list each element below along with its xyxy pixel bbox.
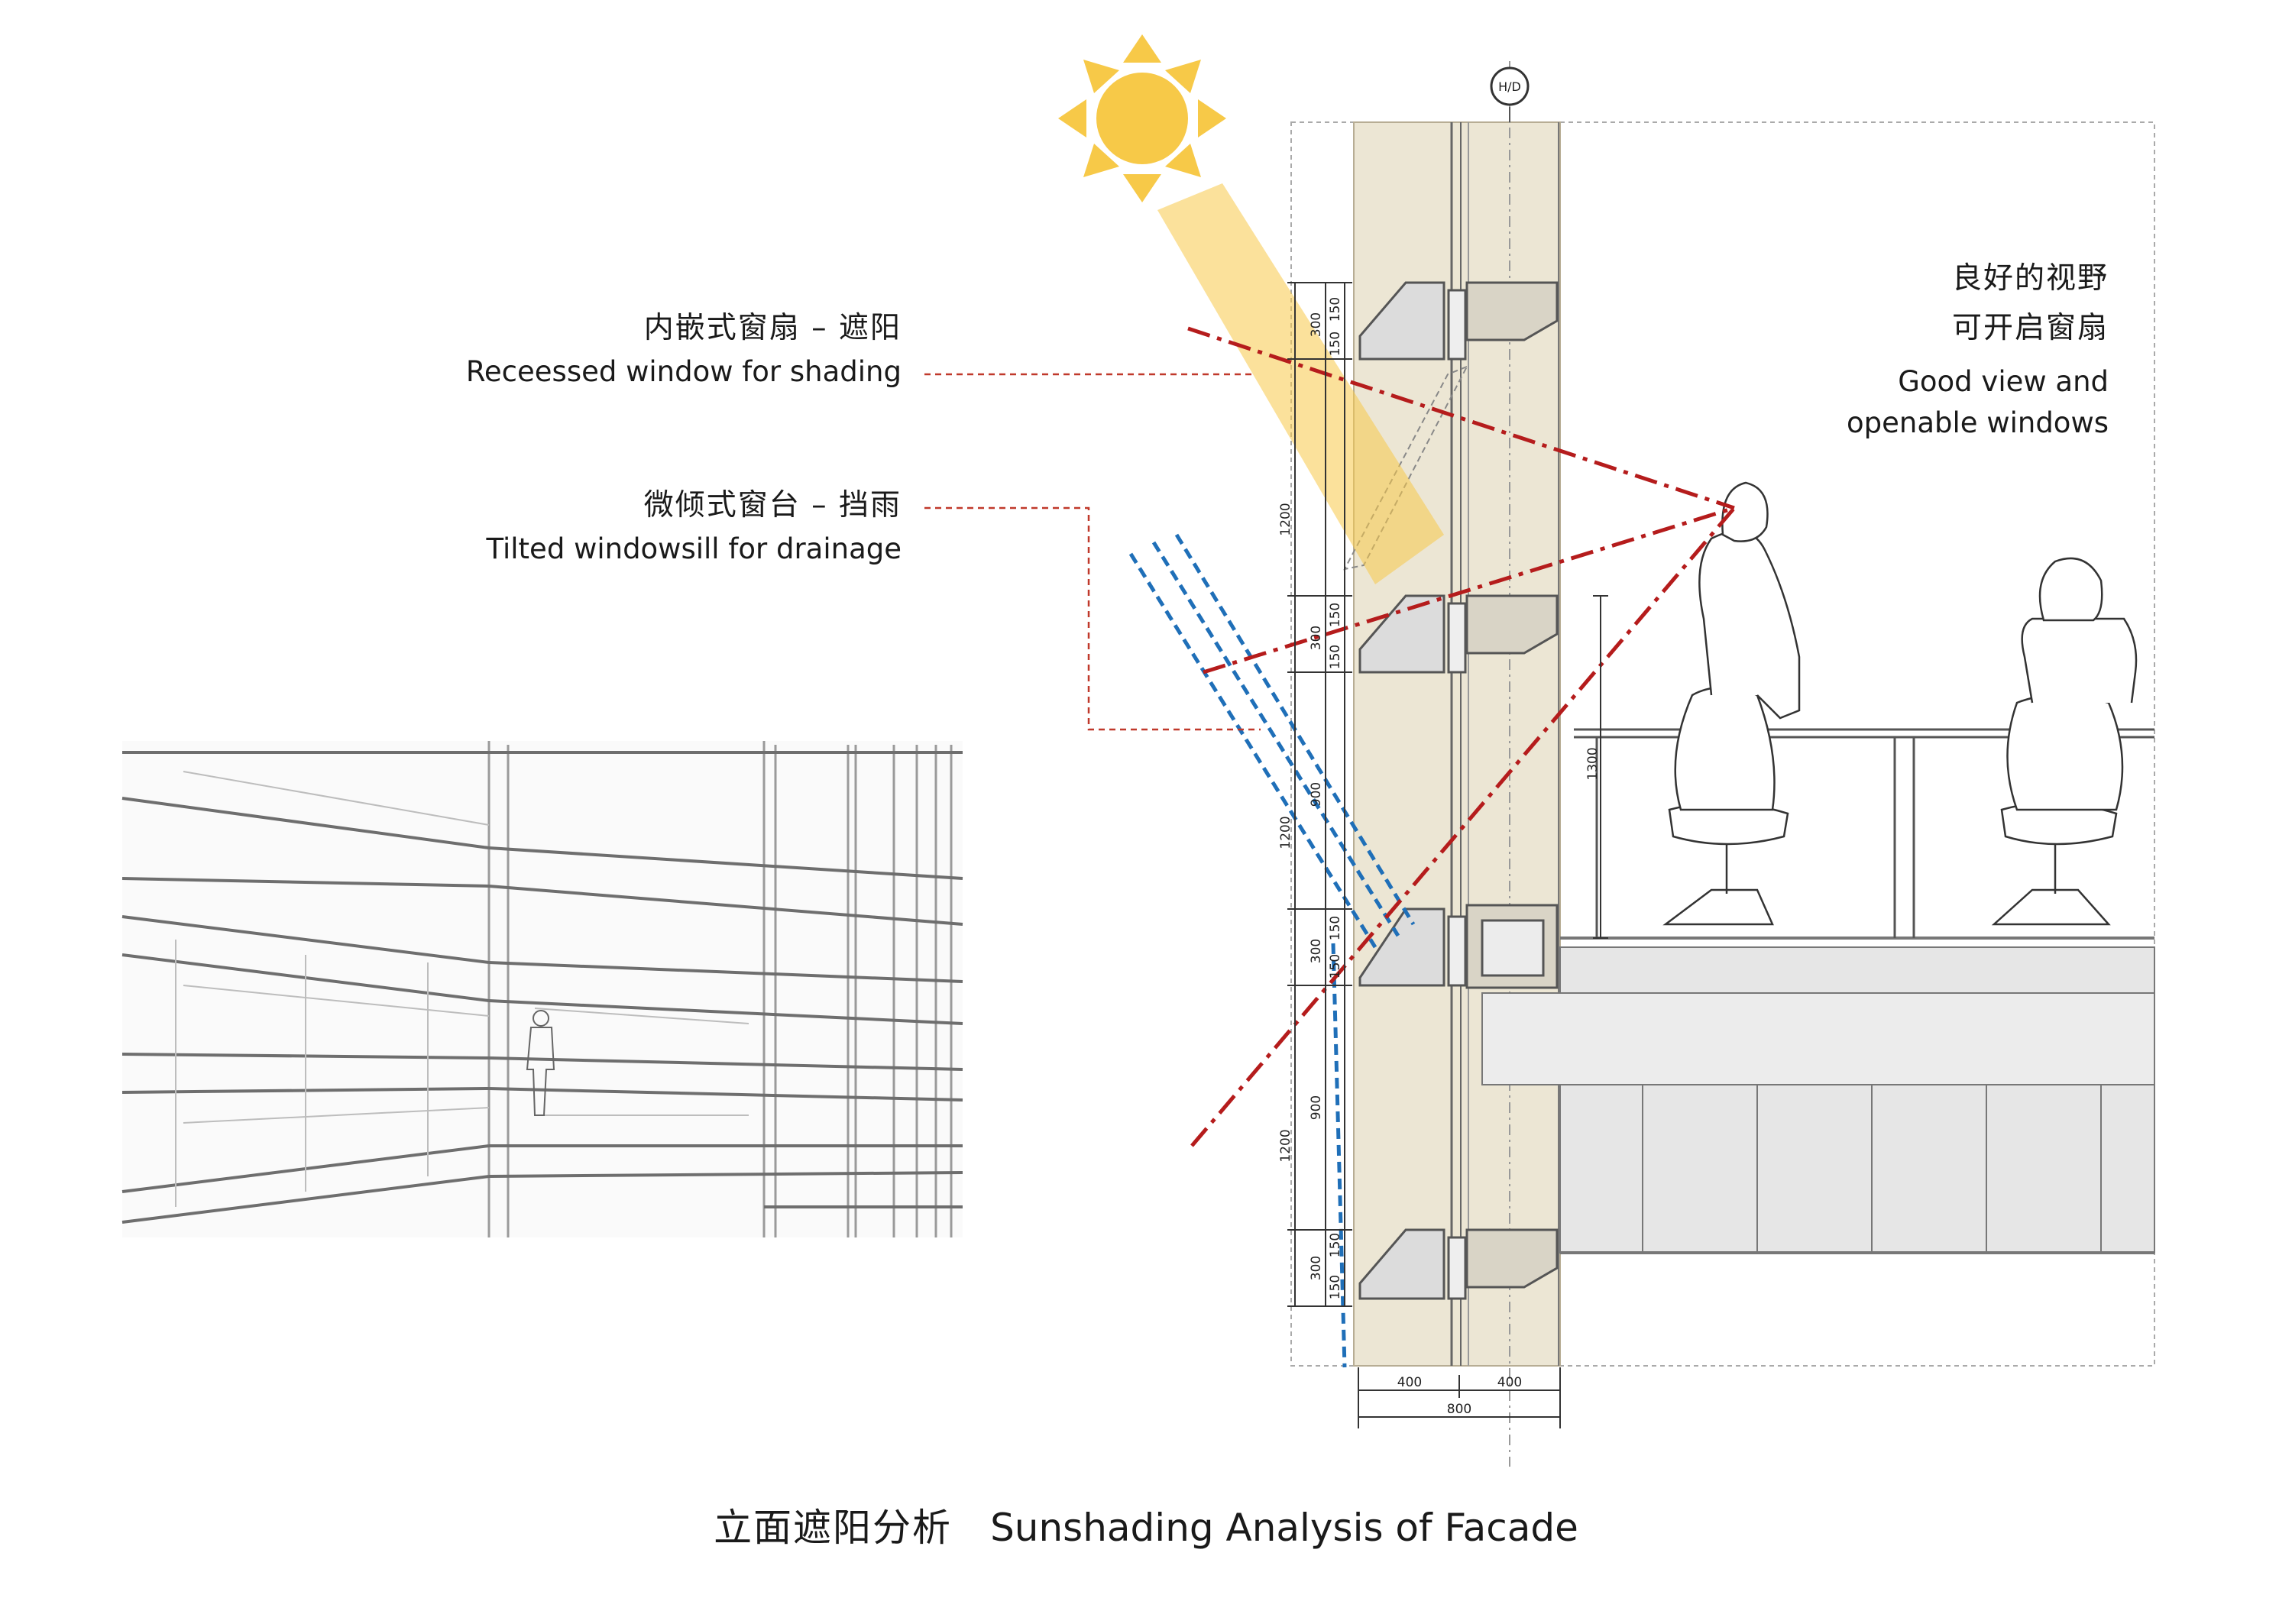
person-seated-front: [1662, 481, 1801, 926]
dim-label: 150: [1328, 916, 1343, 940]
dim-label: 150: [1328, 1233, 1343, 1257]
label-tilted-en: Tilted windowsill for drainage: [486, 532, 902, 565]
label-recessed-cn: 内嵌式窗扇 – 遮阳: [643, 311, 902, 345]
floor-slab: [1481, 937, 2155, 1254]
label-view-en-2: openable windows: [1847, 406, 2109, 439]
dim-label: 150: [1328, 954, 1343, 979]
figure-caption: 立面遮阳分析 Sunshading Analysis of Facade: [0, 1497, 2292, 1552]
dimension-labels: 150 300 150 1200 150 300 150 900 1200 15…: [1278, 297, 1601, 1417]
dim-label: 150: [1328, 1275, 1343, 1299]
section-boundary: [1290, 121, 2155, 1367]
dim-label: 150: [1328, 645, 1343, 669]
dim-label: 300: [1309, 312, 1324, 337]
label-view-cn-2: 可开启窗扇: [1951, 311, 2109, 345]
label-view-en-1: Good view and: [1898, 365, 2109, 398]
dim-label: 400: [1497, 1375, 1522, 1390]
sun-ray-band: [1157, 183, 1444, 584]
dim-label: 300: [1309, 626, 1324, 650]
window-box-4: [1358, 1228, 1559, 1300]
label-tilted-cn: 微倾式窗台 – 挡雨: [643, 488, 902, 522]
dim-label: 150: [1328, 603, 1343, 627]
dim-label: 1200: [1278, 1129, 1293, 1162]
dim-label: 1300: [1585, 747, 1601, 780]
dim-label: 150: [1328, 332, 1343, 356]
dim-label: 150: [1328, 297, 1343, 322]
facade-perspective-sketch: [121, 741, 963, 1237]
caption-cn: 立面遮阳分析: [714, 1506, 953, 1550]
dim-label: 800: [1447, 1402, 1471, 1417]
sun-icon: [1058, 34, 1226, 202]
person-seated-back: [1991, 557, 2138, 926]
window-box-2: [1358, 594, 1559, 674]
dim-label: 300: [1309, 1256, 1324, 1280]
dim-label: 900: [1309, 1095, 1324, 1120]
window-box-1: [1358, 281, 1559, 361]
leader-lines: [924, 373, 1261, 731]
caption-en: Sunshading Analysis of Facade: [990, 1506, 1578, 1550]
sight-lines: [1187, 326, 1736, 1147]
label-view-cn-1: 良好的视野: [1951, 261, 2109, 296]
person-figure-small: [526, 1010, 555, 1116]
grid-marker-label: H/D: [1498, 79, 1521, 94]
window-box-3: [1358, 904, 1559, 989]
dim-label: 1200: [1278, 503, 1293, 535]
dim-label: 400: [1397, 1375, 1422, 1390]
dimension-lines: [1287, 282, 1608, 1428]
dim-label: 900: [1309, 782, 1324, 807]
label-recessed-en: Receessed window for shading: [465, 355, 902, 388]
dim-label: 300: [1309, 939, 1324, 963]
dim-label: 1200: [1278, 816, 1293, 849]
grid-marker-circle: [1490, 66, 1530, 106]
